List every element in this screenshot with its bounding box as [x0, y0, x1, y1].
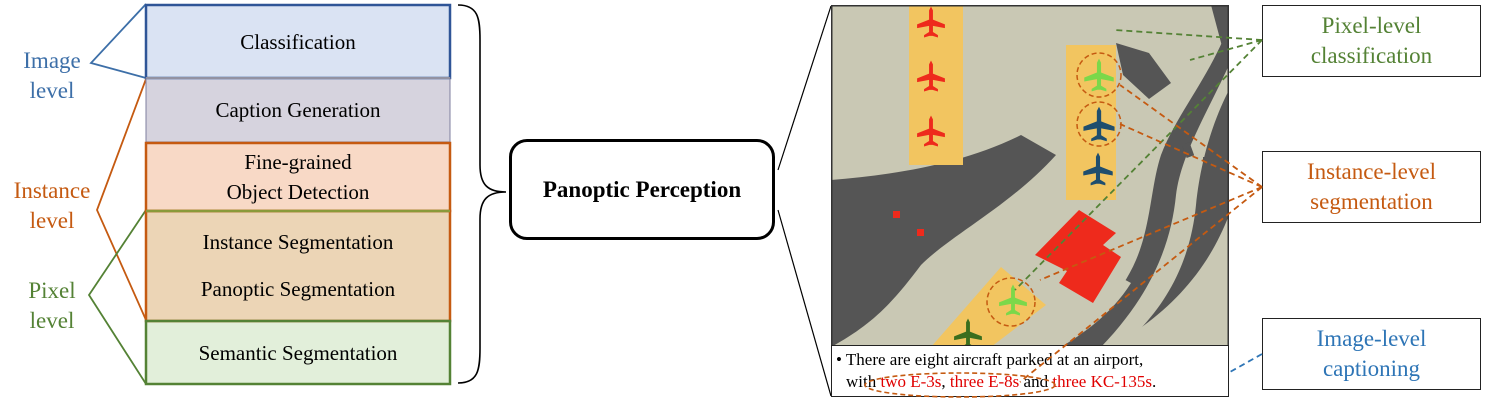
- semantic-segmentation-box: Semantic Segmentation: [146, 321, 450, 384]
- pixel-level-bracket: [87, 209, 147, 385]
- aerial-scene: [831, 5, 1229, 347]
- apron-bottom: [931, 267, 1046, 347]
- classification-box: Classification: [146, 5, 450, 78]
- caption-highlight-ellipse: [864, 372, 1056, 398]
- classification-label: Classification: [240, 29, 356, 54]
- caption-line-1: • There are eight aircraft parked at an …: [836, 350, 1144, 369]
- apron-left: [909, 5, 963, 165]
- caption-generation-box: Caption Generation: [146, 78, 450, 142]
- detection-label-line1: Fine-grained: [244, 150, 352, 174]
- zoom-line-top: [777, 5, 832, 171]
- dark-pavement-left: [831, 135, 1056, 347]
- panoptic-perception-label: Panoptic Perception: [542, 176, 742, 202]
- instance-segmentation-label: Instance Segmentation: [202, 230, 394, 254]
- caption-text-1: There are eight aircraft parked at an ai…: [845, 350, 1144, 369]
- caption-item-kc135: three KC-135s: [1052, 372, 1152, 391]
- zoom-line-bottom: [777, 209, 832, 397]
- panoptic-perception-box: Panoptic Perception: [509, 139, 775, 240]
- dark-pavement-topedge: [1211, 5, 1229, 85]
- instance-level-bracket: [96, 78, 147, 321]
- detection-label-line2: Object Detection: [226, 180, 370, 204]
- caption-item-e8: three E-8s: [949, 372, 1020, 391]
- caption-box: • There are eight aircraft parked at an …: [831, 345, 1229, 397]
- semantic-segmentation-label: Semantic Segmentation: [198, 340, 398, 365]
- panoptic-segmentation-label: Panoptic Segmentation: [200, 277, 396, 301]
- red-building: [1035, 210, 1121, 303]
- image-level-bracket: [89, 3, 147, 79]
- task-group-brace: [457, 4, 507, 384]
- dark-pavement-topright: [1116, 43, 1171, 99]
- caption-generation-label: Caption Generation: [215, 98, 381, 122]
- detection-box: Fine-grained Object Detection: [146, 143, 450, 211]
- dark-pavement-right: [1051, 25, 1229, 347]
- segmentation-box: Instance Segmentation Panoptic Segmentat…: [146, 211, 450, 321]
